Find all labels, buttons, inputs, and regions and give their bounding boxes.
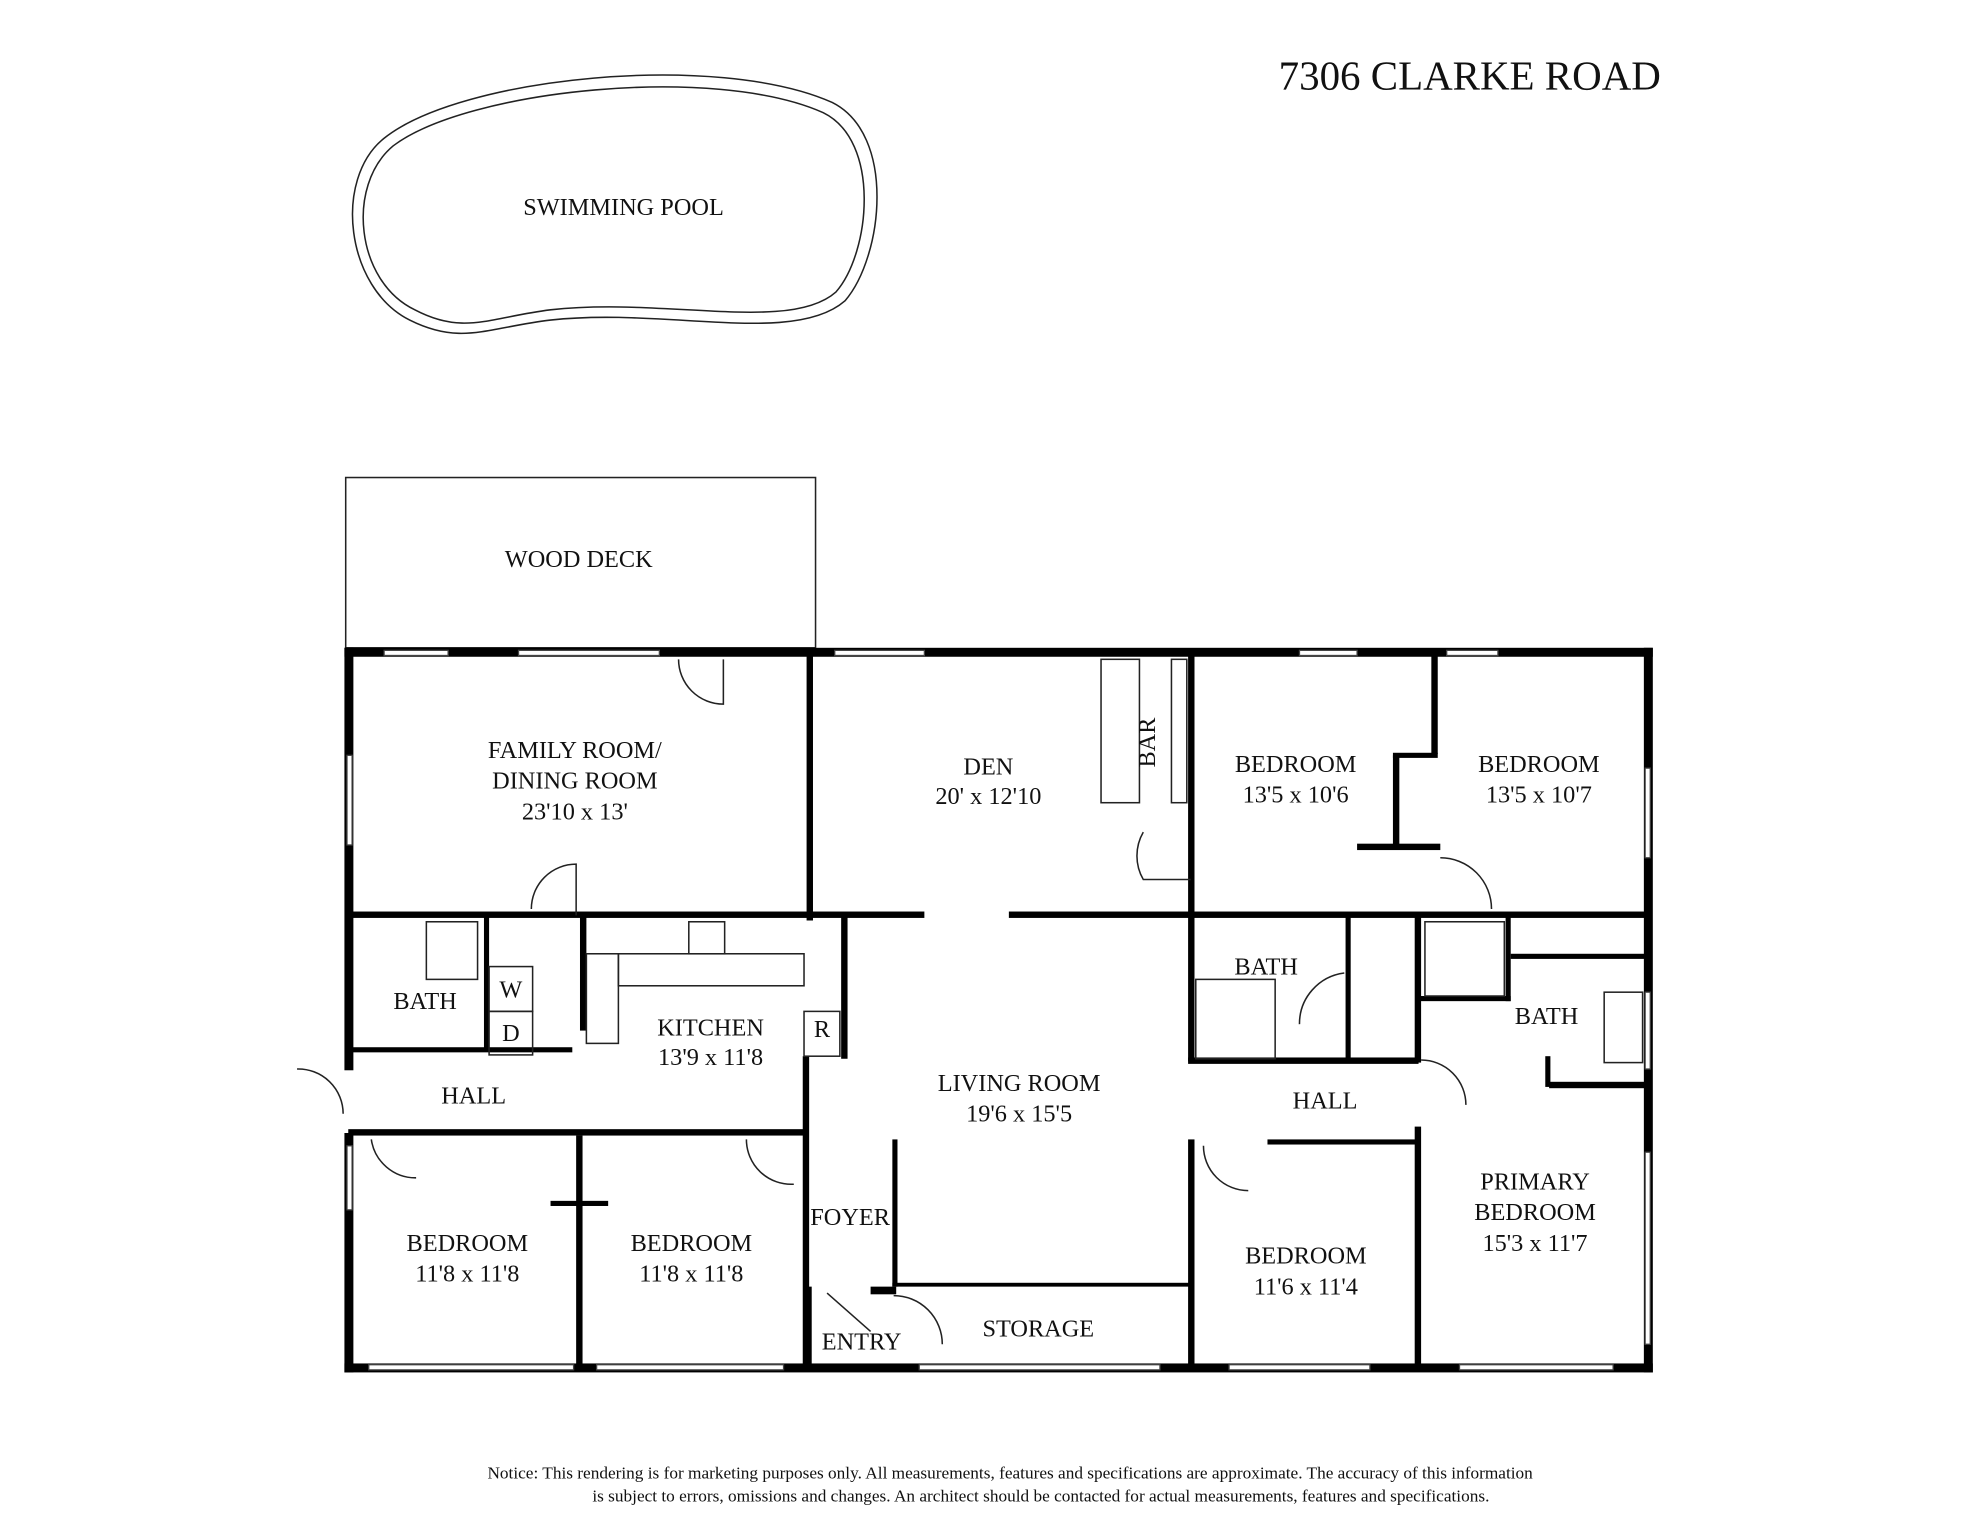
fridge-label: R: [814, 1016, 831, 1043]
property-title: 7306 CLARKE ROAD: [1279, 53, 1661, 99]
primary-bedroom-name2: BEDROOM: [1474, 1199, 1596, 1226]
bedroom-se-name: BEDROOM: [1245, 1243, 1367, 1270]
living-room-dims: 19'6 x 15'5: [966, 1100, 1072, 1127]
bedroom-se-dims: 11'6 x 11'4: [1254, 1273, 1358, 1300]
living-room-name: LIVING ROOM: [938, 1070, 1101, 1097]
den-dims: 20' x 12'10: [935, 783, 1041, 810]
bath-primary-name: BATH: [1515, 1003, 1579, 1030]
hall-west-name: HALL: [441, 1083, 506, 1110]
bath-west-name: BATH: [393, 988, 457, 1015]
dining-room-name: DINING ROOM: [492, 768, 657, 795]
bedroom-ne2-dims: 13'5 x 10'7: [1486, 782, 1592, 809]
primary-bedroom-name1: PRIMARY: [1480, 1168, 1589, 1195]
bedroom-sw2-name: BEDROOM: [631, 1230, 753, 1257]
notice-line-1: Notice: This rendering is for marketing …: [487, 1464, 1533, 1483]
den-name: DEN: [963, 754, 1013, 781]
fixtures: BAR W D R: [297, 658, 1644, 1345]
family-room-dims: 23'10 x 13': [522, 798, 628, 825]
room-labels: FAMILY ROOM/ DINING ROOM 23'10 x 13' DEN…: [393, 737, 1599, 1355]
hall-east-name: HALL: [1293, 1088, 1358, 1115]
kitchen-name: KITCHEN: [657, 1015, 764, 1042]
kitchen-dims: 13'9 x 11'8: [658, 1044, 763, 1071]
deck-label: WOOD DECK: [505, 546, 653, 573]
bedroom-ne2-name: BEDROOM: [1478, 751, 1600, 778]
entry-name: ENTRY: [822, 1328, 902, 1355]
primary-bedroom-dims: 15'3 x 11'7: [1482, 1230, 1587, 1257]
bedroom-sw1-dims: 11'8 x 11'8: [415, 1261, 519, 1288]
bedroom-ne1-name: BEDROOM: [1235, 751, 1357, 778]
bath-center-name: BATH: [1234, 953, 1298, 980]
dryer-label: D: [502, 1020, 520, 1047]
pool-label: SWIMMING POOL: [523, 194, 724, 221]
storage-name: STORAGE: [982, 1316, 1094, 1343]
bedroom-ne1-dims: 13'5 x 10'6: [1243, 782, 1349, 809]
bedroom-sw1-name: BEDROOM: [407, 1230, 529, 1257]
washer-label: W: [499, 976, 522, 1003]
bar-label: BAR: [1134, 717, 1161, 768]
walls: [344, 647, 1653, 1373]
bedroom-sw2-dims: 11'8 x 11'8: [639, 1261, 743, 1288]
family-room-name: FAMILY ROOM/: [488, 737, 662, 764]
notice-line-2: is subject to errors, omissions and chan…: [592, 1487, 1489, 1506]
wood-deck: WOOD DECK: [344, 476, 817, 649]
foyer-name: FOYER: [810, 1204, 890, 1231]
swimming-pool: SWIMMING POOL: [351, 74, 878, 335]
